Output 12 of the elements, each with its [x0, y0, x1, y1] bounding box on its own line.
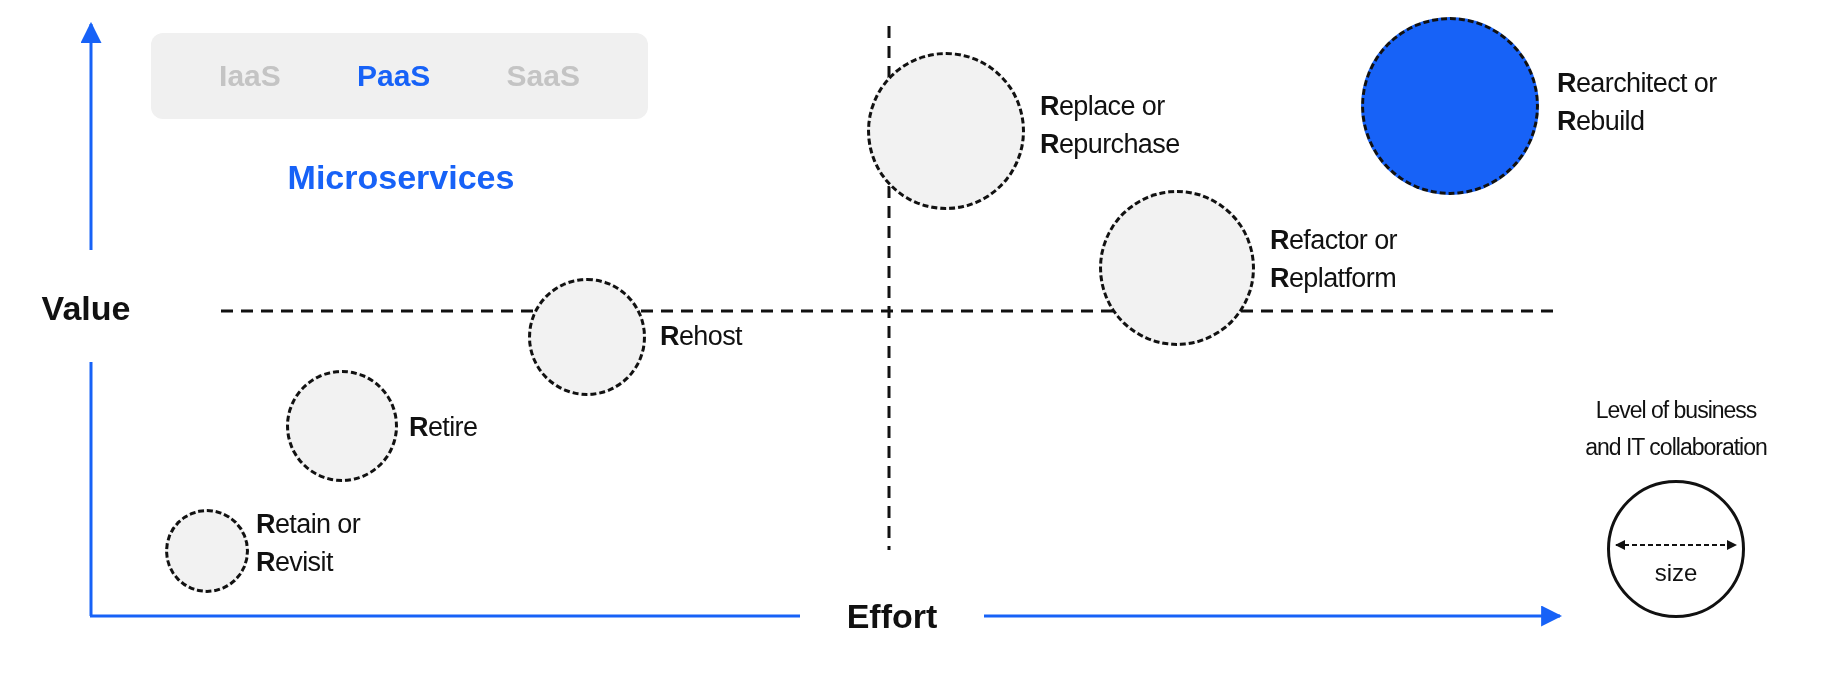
circle-label: Replace or Repurchase — [1040, 90, 1181, 161]
circle-label: Rehost — [660, 320, 744, 353]
circle-label: Rearchitect or Rebuild — [1557, 67, 1718, 138]
axis-label: Effort — [846, 596, 938, 636]
legend-heading: Level of business and IT collaboration — [1584, 396, 1768, 462]
circle-label: Retain or Revisit — [256, 508, 362, 579]
circle-label: Retire — [409, 411, 479, 444]
axis-label: Microservices — [287, 157, 515, 197]
tab-label: PaaS — [356, 59, 431, 93]
circle-label: Refactor or Replatform — [1270, 224, 1398, 295]
size-label: size — [1654, 558, 1698, 587]
axis-label: Value — [41, 288, 131, 328]
